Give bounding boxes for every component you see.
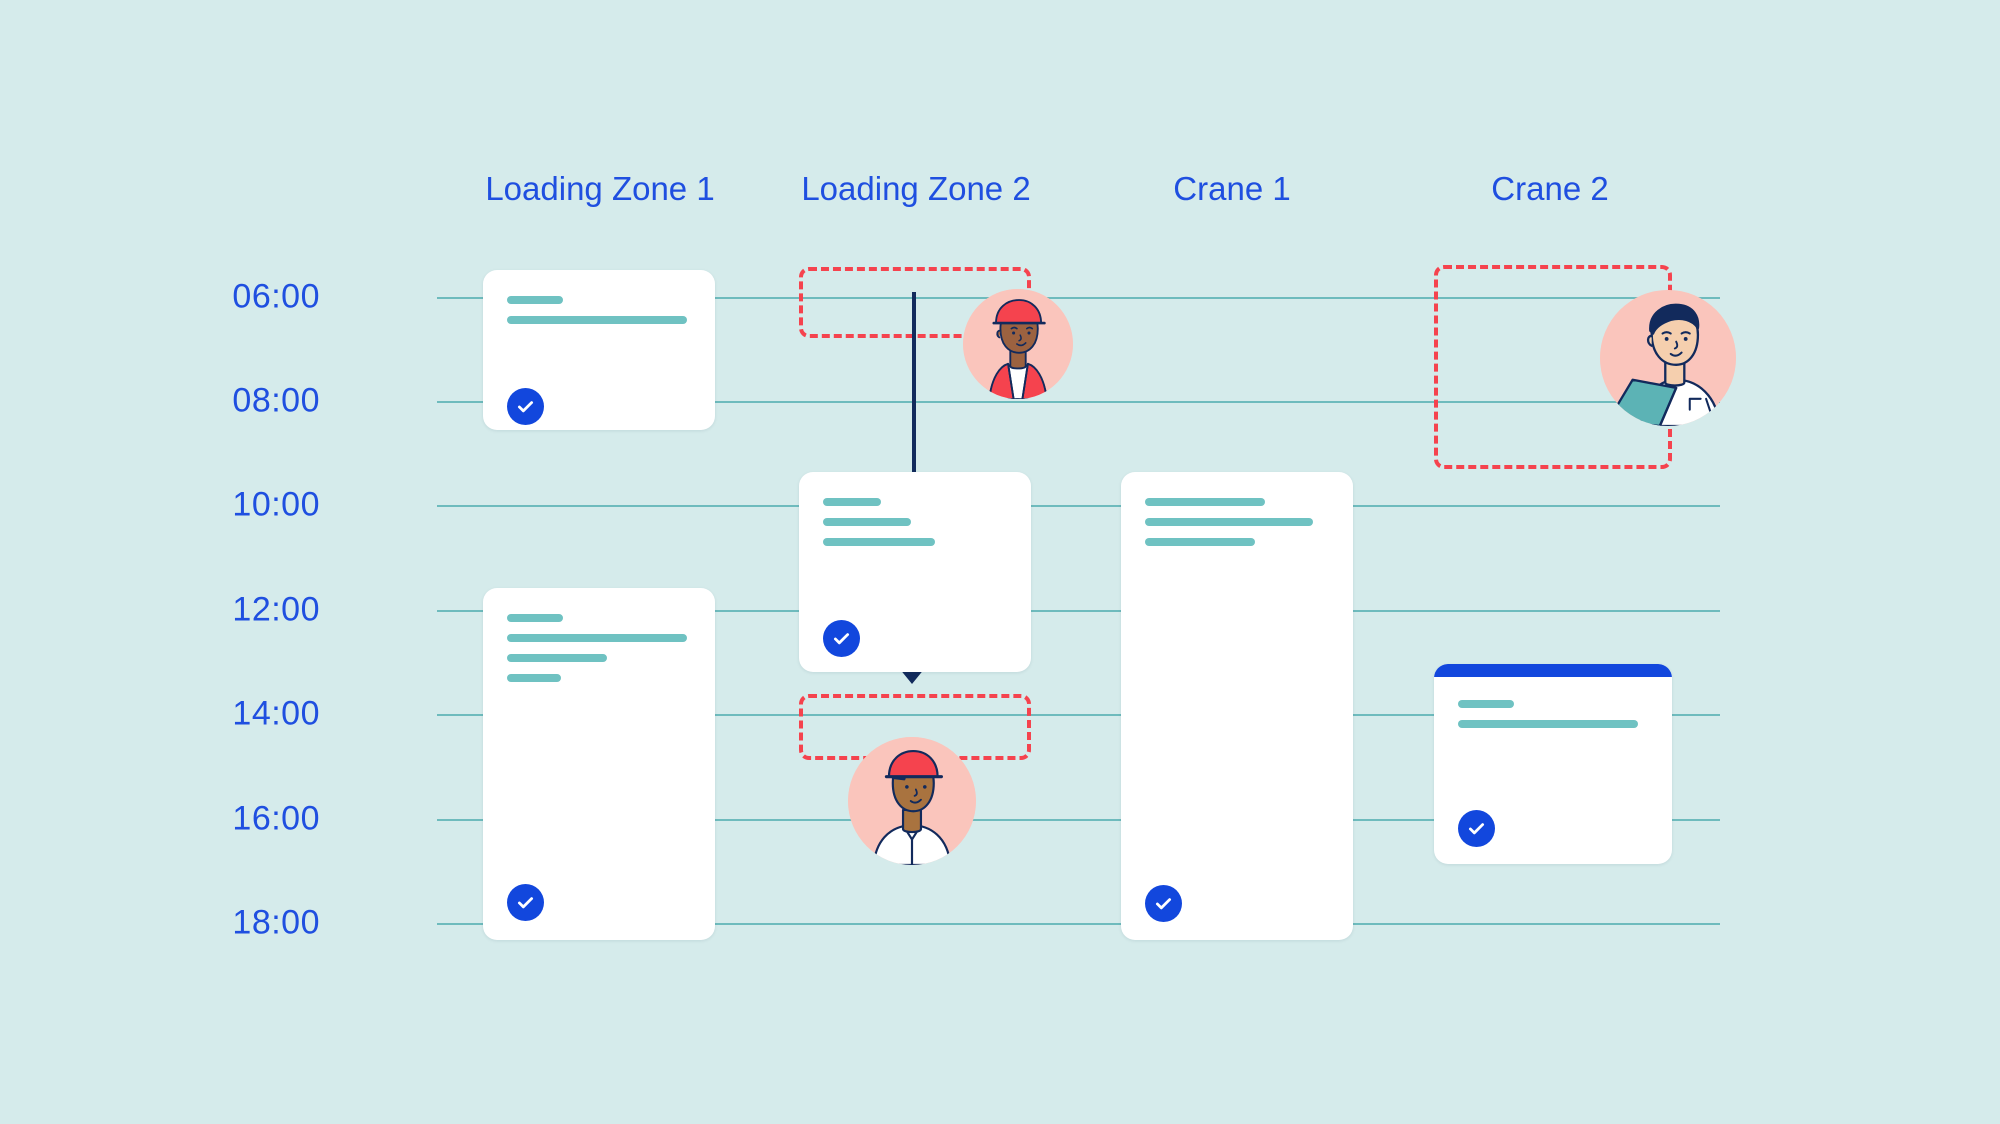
check-icon[interactable] [507, 388, 544, 425]
card-placeholder-line [1145, 498, 1265, 506]
gridline-1400 [437, 714, 1720, 716]
worker-hardhat-shirt-avatar[interactable] [848, 737, 976, 865]
time-label-0800: 08:00 [232, 381, 320, 420]
check-icon[interactable] [823, 620, 860, 657]
card-placeholder-line [1145, 518, 1313, 526]
card-content-placeholder-lines [1145, 498, 1335, 558]
check-icon[interactable] [1145, 885, 1182, 922]
task-card-card-crane1-day[interactable] [1121, 472, 1353, 940]
card-placeholder-line [507, 634, 687, 642]
gridline-1800 [437, 923, 1720, 925]
gridline-1200 [437, 610, 1720, 612]
time-label-1400: 14:00 [232, 694, 320, 733]
card-placeholder-line [823, 498, 881, 506]
card-placeholder-line [507, 674, 561, 682]
card-placeholder-line [823, 518, 911, 526]
task-card-card-lz2-midday[interactable] [799, 472, 1031, 672]
card-accent-bar [1434, 664, 1672, 677]
column-header-loading-zone-2[interactable]: Loading Zone 2 [801, 170, 1031, 207]
time-label-1600: 16:00 [232, 799, 320, 838]
card-content-placeholder-lines [1458, 700, 1654, 740]
check-icon[interactable] [1458, 810, 1495, 847]
task-card-card-lz1-afternoon[interactable] [483, 588, 715, 940]
column-header-loading-zone-1[interactable]: Loading Zone 1 [485, 170, 715, 207]
card-placeholder-line [507, 316, 687, 324]
card-placeholder-line [507, 296, 563, 304]
task-card-card-lz1-morning[interactable] [483, 270, 715, 430]
gridline-0600 [437, 297, 1720, 299]
time-label-1800: 18:00 [232, 903, 320, 942]
card-placeholder-line [507, 654, 607, 662]
dependency-connector-line [912, 292, 916, 476]
card-content-placeholder-lines [507, 614, 697, 694]
task-card-card-crane2-afternoon[interactable] [1434, 664, 1672, 864]
time-label-0600: 06:00 [232, 277, 320, 316]
column-header-crane-1[interactable]: Crane 1 [1173, 170, 1291, 207]
card-content-placeholder-lines [823, 498, 1013, 558]
gridline-0800 [437, 401, 1720, 403]
gridline-1000 [437, 505, 1720, 507]
check-icon[interactable] [507, 884, 544, 921]
time-label-1200: 12:00 [232, 590, 320, 629]
card-placeholder-line [1145, 538, 1255, 546]
dependency-connector-arrow-icon [899, 668, 925, 684]
gridline-1600 [437, 819, 1720, 821]
worker-hardhat-vest-avatar[interactable] [963, 289, 1073, 399]
card-placeholder-line [1458, 720, 1638, 728]
card-placeholder-line [507, 614, 563, 622]
card-placeholder-line [1458, 700, 1514, 708]
time-label-1000: 10:00 [232, 485, 320, 524]
supervisor-laptop-avatar[interactable] [1600, 290, 1736, 426]
column-header-crane-2[interactable]: Crane 2 [1491, 170, 1609, 207]
card-placeholder-line [823, 538, 935, 546]
card-content-placeholder-lines [507, 296, 697, 336]
